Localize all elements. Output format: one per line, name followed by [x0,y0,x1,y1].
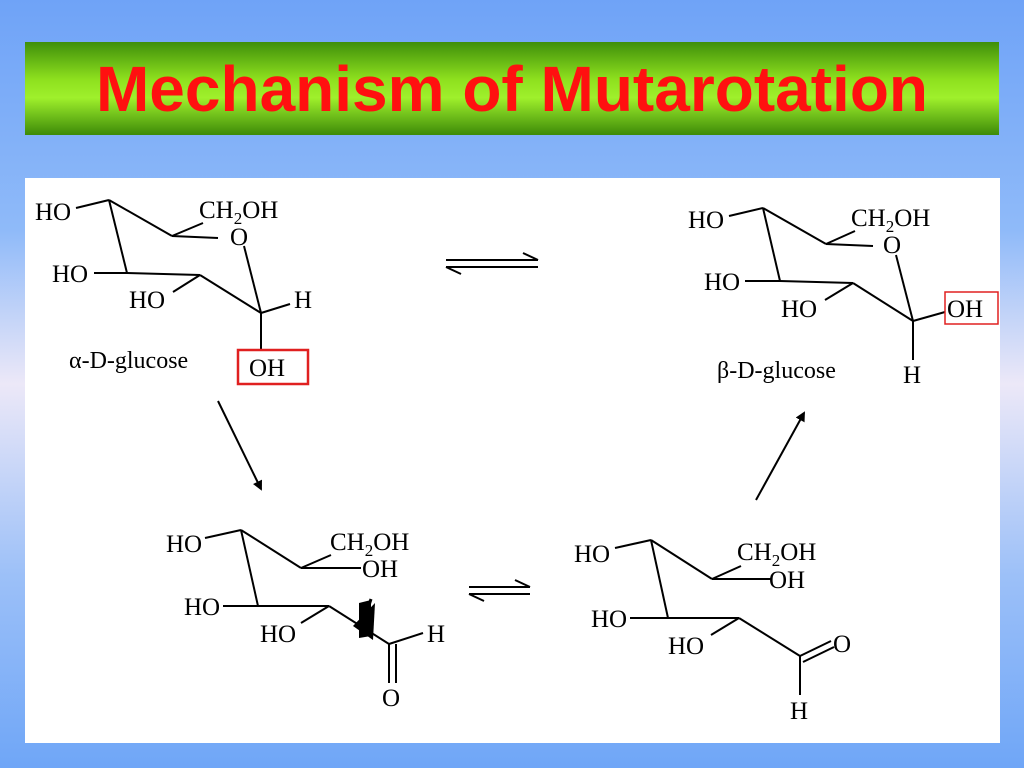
open1-h-label: H [427,621,445,648]
alpha-d-glucose-structure: HO CH2OH O HO HO H OH α-D-glucose [35,197,312,386]
alpha-ho-low-label: HO [129,287,165,314]
open2-ho-low-label: HO [668,633,704,660]
diagram-panel: HO CH2OH O HO HO H OH α-D-glucose [25,178,1000,743]
open1-ho-low-label: HO [260,621,296,648]
open1-curved-arrow-icon [361,598,373,631]
open2-ho-mid-label: HO [591,606,627,633]
open2-bonds [614,539,835,695]
beta-ho-low-label: HO [781,296,817,323]
open2-h-label: H [790,698,808,725]
open1-o-label: O [382,685,400,712]
open2-o-label: O [833,631,851,658]
beta-anomeric-oh-label: OH [947,296,983,323]
beta-ho-top-label: HO [688,207,724,234]
open2-oh-label: OH [769,567,805,594]
alpha-ring-oxygen-label: O [230,224,248,251]
alpha-d-glucose-caption: α-D-glucose [69,348,188,374]
alpha-ch2oh-label: CH2OH [199,197,278,228]
beta-ring-oxygen-label: O [883,232,901,259]
alpha-ho-mid-label: HO [52,261,88,288]
beta-d-glucose-caption: β-D-glucose [717,358,836,384]
open1-ho-mid-label: HO [184,594,220,621]
open1-ho-top-label: HO [166,531,202,558]
arrow-alpha-to-open-chain [217,400,262,491]
arrow-open-chain-to-beta [755,411,805,501]
beta-bonds [728,207,946,360]
beta-anomeric-oh-highlight [944,291,999,325]
open2-ho-top-label: HO [574,541,610,568]
open1-ch2oh-label: CH2OH [330,529,409,560]
slide-title: Mechanism of Mutarotation [95,52,929,125]
alpha-anomeric-oh-highlight [236,348,310,386]
alpha-ho-top-label: HO [35,199,71,226]
equilibrium-arrows-bottom [468,579,531,602]
open1-oh-label: OH [362,556,398,583]
mutarotation-diagram: HO CH2OH O HO HO H OH α-D-glucose [35,197,999,725]
beta-h-label: H [903,362,921,389]
beta-ch2oh-label: CH2OH [851,205,930,236]
beta-ho-mid-label: HO [704,269,740,296]
open2-ch2oh-label: CH2OH [737,539,816,570]
open-chain-intermediate-1: HO CH2OH OH HO HO H O [166,529,445,712]
equilibrium-arrows-top [445,252,539,275]
alpha-bonds [75,199,291,351]
open1-bonds [204,529,424,683]
title-banner: Mechanism of Mutarotation [25,42,999,135]
beta-d-glucose-structure: HO CH2OH O HO HO OH H β-D-glucose [688,205,999,389]
alpha-h-label: H [294,287,312,314]
alpha-anomeric-oh-label: OH [249,355,285,382]
open-chain-aldehyde: HO CH2OH OH HO HO O H [574,539,851,725]
